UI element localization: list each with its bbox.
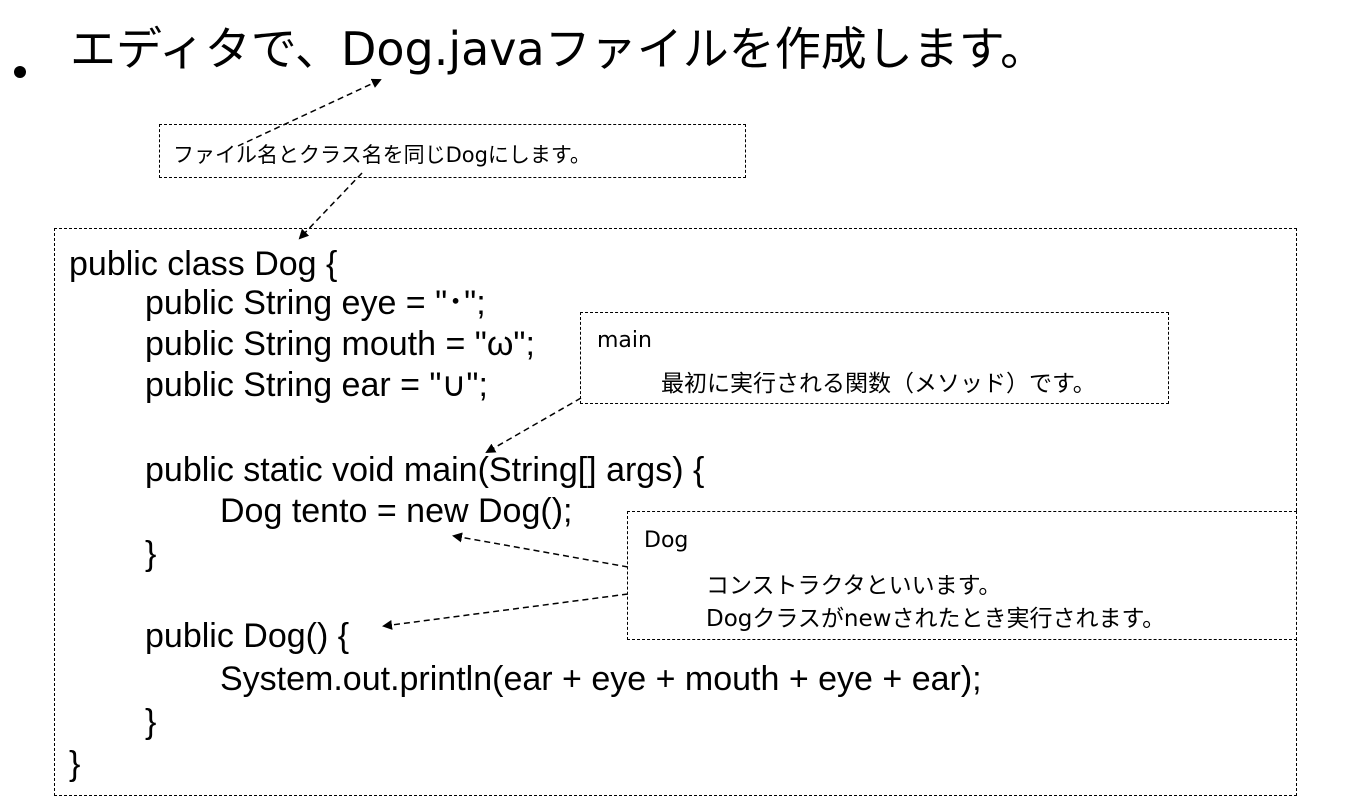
slide-heading: エディタで、Dog.javaファイルを作成します。 bbox=[70, 22, 1047, 76]
code-line-println: System.out.println(ear + eye + mouth + e… bbox=[220, 660, 982, 698]
code-line-eye-field: public String eye = "･"; bbox=[145, 284, 486, 322]
code-block: public class Dog { public String eye = "… bbox=[54, 228, 1297, 796]
main-callout-text: 最初に実行される関数（メソッド）です。 bbox=[661, 371, 1096, 397]
code-line-class-close: } bbox=[69, 745, 81, 783]
code-line-main-decl: public static void main(String[] args) { bbox=[145, 451, 705, 489]
constructor-callout-text-2: Dogクラスがnewされたとき実行されます。 bbox=[706, 606, 1166, 632]
bullet-icon bbox=[14, 66, 26, 78]
constructor-callout: Dog コンストラクタといいます。 Dogクラスがnewされたとき実行されます。 bbox=[627, 511, 1297, 640]
code-line-class-decl: public class Dog { bbox=[69, 245, 338, 283]
main-callout-title: main bbox=[597, 328, 652, 353]
main-callout: main 最初に実行される関数（メソッド）です。 bbox=[580, 312, 1169, 404]
code-line-constructor-decl: public Dog() { bbox=[145, 617, 350, 655]
constructor-callout-title: Dog bbox=[644, 528, 689, 553]
filename-callout-text: ファイル名とクラス名を同じDogにします。 bbox=[173, 143, 591, 167]
code-line-ear-field: public String ear = "∪"; bbox=[145, 366, 488, 404]
code-line-mouth-field: public String mouth = "ω"; bbox=[145, 325, 535, 363]
constructor-callout-text-1: コンストラクタといいます。 bbox=[706, 573, 1002, 599]
code-line-constructor-close: } bbox=[145, 703, 157, 741]
code-line-main-close: } bbox=[145, 535, 157, 573]
code-line-new-dog: Dog tento = new Dog(); bbox=[220, 492, 573, 530]
filename-callout: ファイル名とクラス名を同じDogにします。 bbox=[159, 124, 746, 178]
